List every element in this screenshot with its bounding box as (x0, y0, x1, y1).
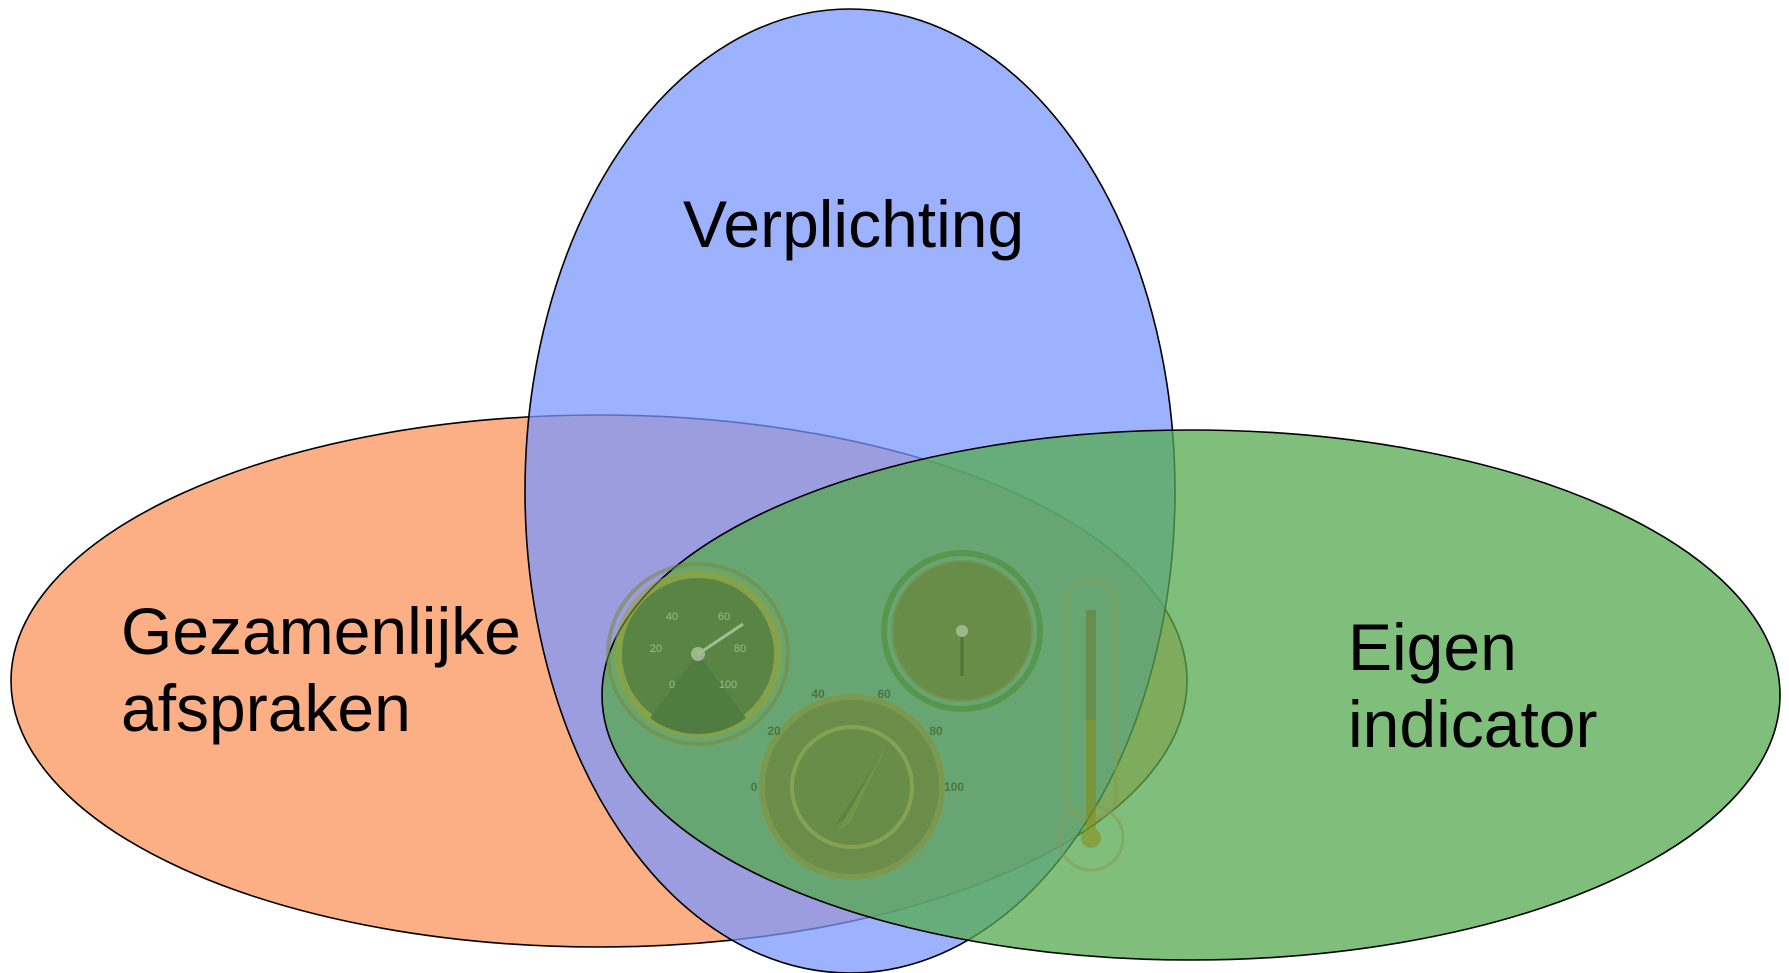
label-gezamenlijke-afspraken-line2: afspraken (121, 671, 411, 745)
label-eigen-indicator-line1: Eigen (1348, 610, 1517, 684)
gauge-1-tick: 40 (666, 611, 678, 623)
gauge-2-tick: 20 (767, 724, 781, 738)
gauge-1-tick: 60 (718, 611, 730, 623)
gauges-icon: 0 20 40 60 80 100 0 20 40 60 (606, 550, 1125, 880)
gauge-1-tick: 0 (669, 679, 675, 691)
gauge-2-tick: 40 (811, 687, 825, 701)
gauge-2-tick: 0 (751, 780, 758, 794)
gauge-2: 0 20 40 60 80 100 (751, 687, 964, 880)
gauge-3 (881, 550, 1043, 712)
gauge-1-tick: 20 (650, 643, 662, 655)
label-eigen-indicator-line2: indicator (1348, 687, 1597, 761)
gauge-1-tick: 100 (719, 679, 737, 691)
thermometer (1057, 578, 1125, 872)
gauge-2-tick: 100 (944, 780, 964, 794)
label-verplichting: Verplichting (683, 187, 1024, 261)
gauge-1-tick: 80 (734, 643, 746, 655)
label-gezamenlijke-afspraken-line1: Gezamenlijke (121, 594, 521, 668)
gauge-2-tick: 80 (929, 724, 943, 738)
gauge-1: 0 20 40 60 80 100 (606, 562, 790, 746)
gauge-2-tick: 60 (877, 687, 891, 701)
